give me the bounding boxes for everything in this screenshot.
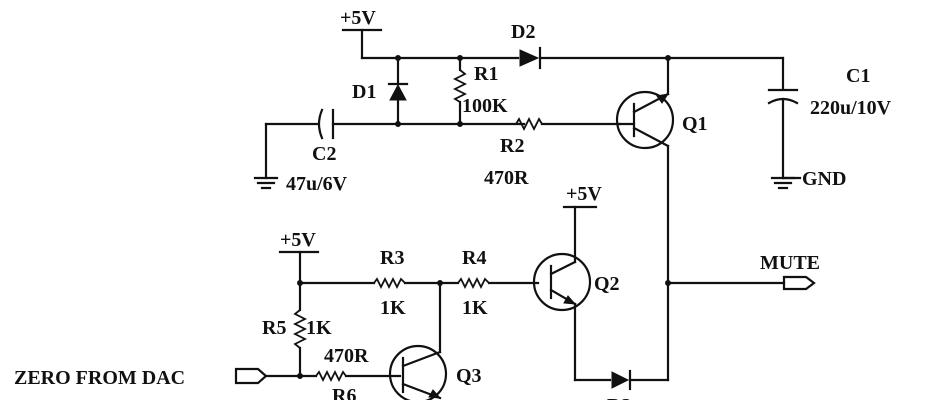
- c2-label: C2: [312, 143, 336, 165]
- ground-c2: [253, 122, 279, 190]
- mute-label: MUTE: [760, 252, 820, 274]
- d2-label: D2: [511, 21, 535, 43]
- gnd-label: GND: [802, 168, 846, 190]
- r5-value: 1K: [306, 317, 332, 339]
- resistor-r2: R2 470R: [484, 116, 622, 189]
- r1-value: 100K: [462, 95, 508, 117]
- d1-label: D1: [352, 81, 376, 103]
- input-connector: ZERO FROM DAC: [14, 367, 318, 389]
- input-label: ZERO FROM DAC: [14, 367, 185, 389]
- r5-label: R5: [262, 317, 286, 339]
- r2-label: R2: [500, 135, 524, 157]
- junction-dots: [297, 55, 671, 379]
- resistor-r5: R5 1K: [262, 309, 332, 378]
- supply-q2-label: +5V: [566, 183, 602, 205]
- q1-label: Q1: [682, 113, 708, 135]
- diode-d1: D1: [352, 56, 409, 126]
- supply-q2: +5V: [562, 183, 602, 264]
- c1-value: 220u/10V: [810, 97, 892, 119]
- supply-top: +5V: [340, 7, 383, 60]
- capacitor-c2: C2 47u/6V: [264, 108, 526, 195]
- supply-top-label: +5V: [340, 7, 376, 29]
- supply-left: +5V: [278, 229, 320, 312]
- resistor-r4: R4 1K: [457, 247, 540, 319]
- r1-label: R1: [474, 63, 498, 85]
- r4-value: 1K: [462, 297, 488, 319]
- mute-output: MUTE: [666, 252, 820, 291]
- c1-label: C1: [846, 65, 870, 87]
- r6-label: R6: [332, 385, 356, 400]
- resistor-r6: 470R R6: [315, 345, 402, 400]
- resistor-r3: R3 1K: [298, 247, 460, 319]
- transistor-q1: Q1: [615, 56, 708, 382]
- d3-label: D3: [607, 395, 631, 400]
- r3-value: 1K: [380, 297, 406, 319]
- diode-d3: D3: [573, 369, 670, 400]
- q2-label: Q2: [594, 273, 620, 295]
- c2-value: 47u/6V: [286, 173, 348, 195]
- diode-d2: D2: [511, 21, 542, 70]
- r4-label: R4: [462, 247, 486, 269]
- r2-value: 470R: [484, 167, 529, 189]
- resistor-r1: R1 100K: [452, 56, 508, 126]
- transistor-q3: Q3: [388, 344, 482, 400]
- supply-left-label: +5V: [280, 229, 316, 251]
- r3-label: R3: [380, 247, 404, 269]
- q3-label: Q3: [456, 365, 482, 387]
- ground-c1: GND: [770, 168, 846, 190]
- transistor-q2: Q2: [532, 252, 620, 382]
- capacitor-c1: C1 220u/10V: [767, 56, 892, 180]
- r6-value: 470R: [324, 345, 369, 367]
